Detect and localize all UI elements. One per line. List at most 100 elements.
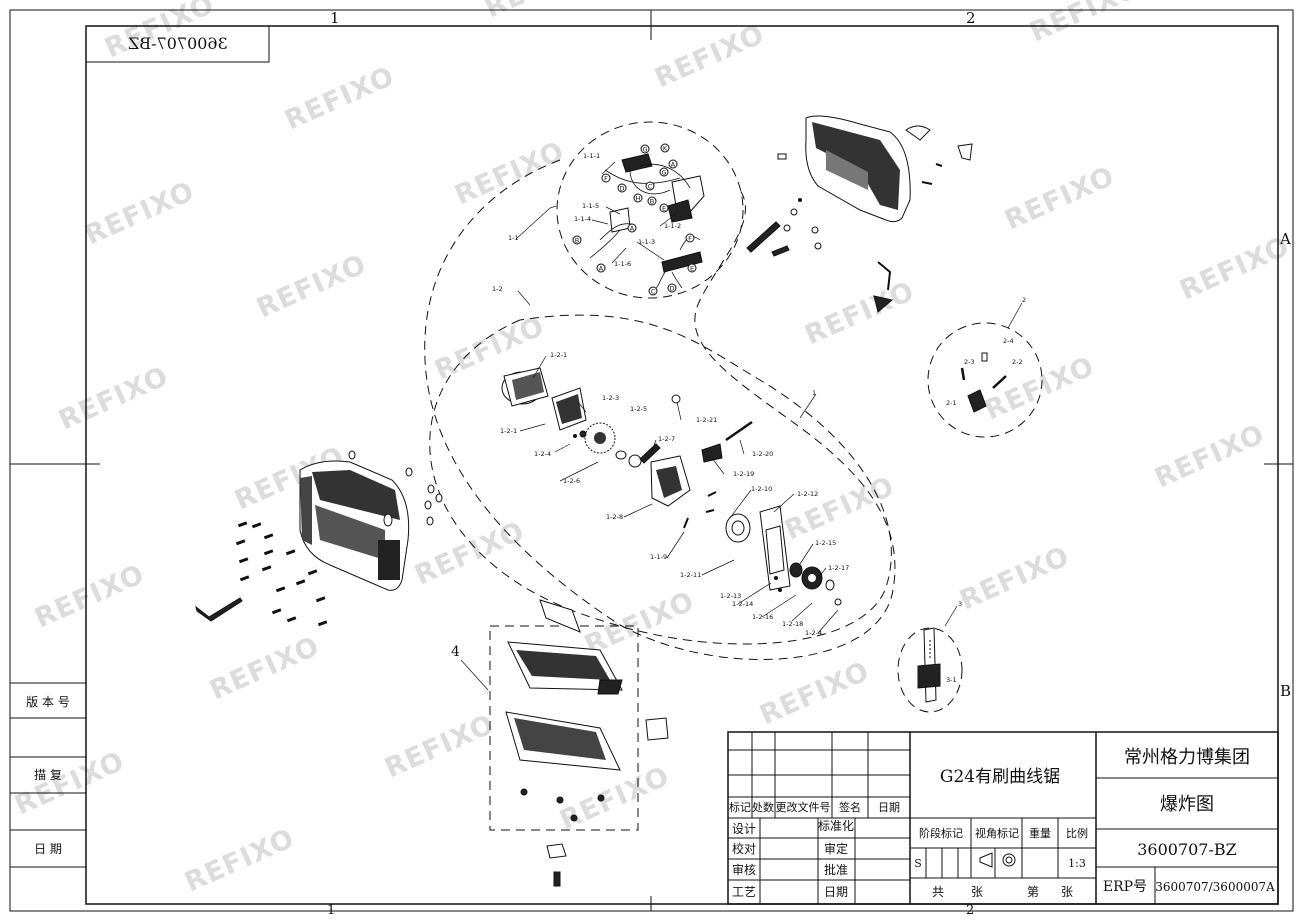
switch-wiring-assembly: [589, 153, 705, 291]
housing-half-left: [299, 460, 410, 591]
watermark: REFIXO: [450, 136, 569, 212]
mirrored-number-box: 3600707-BZ: [85, 25, 270, 63]
trace-label: 描 复: [34, 768, 62, 782]
erp-label: ERP号: [1103, 879, 1147, 895]
approve-label: 批准: [824, 862, 848, 877]
watermark: REFIXO: [410, 516, 529, 592]
rev-header-date: 日期: [878, 801, 900, 814]
callout-labels: 1-1 1-1-1 1-1-2 1-1-3 1-1-4 1-1-5 1-1-6 …: [451, 152, 1026, 684]
callout-1-1-2: 1-1-2: [664, 222, 681, 230]
callout-1-2-4-b: 1-2-4: [805, 629, 822, 637]
callout-1-2-15: 1-2-15: [815, 539, 836, 547]
watermark: REFIXO: [955, 541, 1074, 617]
wire-letter: G: [661, 169, 666, 177]
callout-2: 2: [1022, 296, 1026, 304]
group-2-parts: [960, 352, 1007, 413]
watermark: REFIXO: [650, 19, 769, 95]
wire-letter: A: [630, 225, 635, 233]
wire-letter: G: [642, 146, 647, 154]
watermark: REFIXO: [1150, 419, 1269, 495]
watermark: REFIXO: [1025, 0, 1144, 48]
callout-1-2-3: 1-2-3: [602, 394, 619, 402]
callout-1-1-4: 1-1-4: [574, 215, 591, 223]
wire-letter: B: [575, 237, 579, 245]
callout-1-1-6: 1-1-6: [614, 260, 631, 268]
review-label: 审核: [732, 862, 756, 877]
scale-label: 比例: [1066, 826, 1088, 840]
group-3-circle: [897, 627, 963, 713]
group-boundaries: [424, 121, 1043, 831]
callout-1-2-14: 1-2-14: [732, 600, 753, 608]
small-bushings-left: [348, 450, 443, 526]
watermark: REFIXO: [30, 559, 149, 635]
leader-lines: [460, 161, 1023, 691]
zone-marker-top-1: 1: [330, 9, 340, 27]
callout-3: 3: [958, 600, 962, 608]
rev-header-count: 处数: [752, 801, 774, 814]
product-name: G24有刷曲线锯: [940, 767, 1060, 787]
mirrored-drawing-number: 3600707-BZ: [128, 34, 228, 53]
watermark: REFIXO: [205, 631, 324, 707]
drawing-frame: 1 2 1 2 A B: [9, 9, 1294, 918]
rev-header-mark: 标记: [729, 800, 751, 814]
callout-1: 1: [812, 389, 816, 397]
watermark: REFIXO: [555, 761, 674, 837]
wire-letter: F: [604, 175, 608, 183]
callout-1-2-16: 1-2-16: [752, 613, 773, 621]
housing-half-right: [805, 115, 911, 223]
callout-1-2-13: 1-2-13: [720, 592, 741, 600]
callout-1-2-6: 1-2-6: [563, 477, 580, 485]
approval-check-label: 审定: [824, 841, 848, 856]
design-label: 设计: [732, 822, 756, 836]
zone-marker-bottom-1: 1: [327, 903, 335, 918]
watermark: REFIXO: [180, 823, 299, 899]
motor-gear-assembly: [501, 367, 842, 606]
callout-2-2: 2-2: [1012, 358, 1023, 366]
watermark: REFIXO: [780, 471, 899, 547]
watermark: REFIXO: [280, 61, 399, 137]
total-sheets-label: 共: [932, 885, 944, 899]
title-block-text: 标记 处数 更改文件号 签名 日期 设计 校对 审核 工艺 标准化 审定 批准 …: [729, 747, 1275, 899]
rev-header-signature: 签名: [839, 800, 861, 814]
watermark: REFIXO: [480, 0, 599, 24]
wire-letter: D: [619, 185, 624, 193]
group-2-circle: [927, 322, 1043, 438]
view-mark-label: 视角标记: [975, 826, 1019, 840]
wire-letter: C: [651, 288, 656, 296]
sheet-number-label: 第: [1027, 885, 1039, 899]
group-1-1-circle: [556, 121, 744, 299]
callout-2-1: 2-1: [946, 399, 957, 407]
group-4-box: [489, 625, 639, 831]
company-name: 常州格力博集团: [1124, 747, 1250, 768]
version-number-label: 版 本 号: [26, 695, 70, 709]
callout-2-3: 2-3: [964, 358, 975, 366]
group-1-2-outline: [429, 314, 892, 645]
watermark: REFIXO: [800, 276, 919, 352]
zone-marker-bottom-2: 2: [966, 903, 974, 918]
wire-letter: F: [688, 235, 692, 243]
watermark: REFIXO: [380, 709, 499, 785]
watermark: REFIXO: [1175, 231, 1294, 307]
process-label: 工艺: [732, 885, 756, 899]
callout-1-2-20: 1-2-20: [752, 450, 773, 458]
wire-letter: E: [690, 265, 694, 273]
erp-value: 3600707/3600007A: [1155, 880, 1275, 894]
wire-letter: E: [662, 205, 666, 213]
callout-1-1-5: 1-1-5: [582, 202, 599, 210]
drawing-number: 3600707-BZ: [1137, 840, 1237, 859]
rev-header-change-doc: 更改文件号: [776, 800, 831, 814]
wire-letter-markers: G K F D H C A G E B A B A F E C D: [572, 143, 697, 296]
weight-label: 重量: [1029, 826, 1051, 840]
callout-4: 4: [451, 644, 460, 660]
wire-letter: D: [669, 285, 674, 293]
watermark: REFIXO: [252, 249, 371, 325]
callout-3-1: 3-1: [946, 676, 957, 684]
watermark: REFIXO: [54, 361, 173, 437]
callout-2-4: 2-4: [1003, 337, 1014, 345]
watermark: REFIXO: [80, 176, 199, 252]
group-1-outline: [424, 159, 896, 661]
drawing-title: 爆炸图: [1160, 794, 1214, 815]
check-label: 校对: [732, 841, 756, 856]
callout-1-2-19: 1-2-19: [733, 470, 754, 478]
left-record-panel: 版 本 号 描 复 日 期: [10, 682, 86, 868]
